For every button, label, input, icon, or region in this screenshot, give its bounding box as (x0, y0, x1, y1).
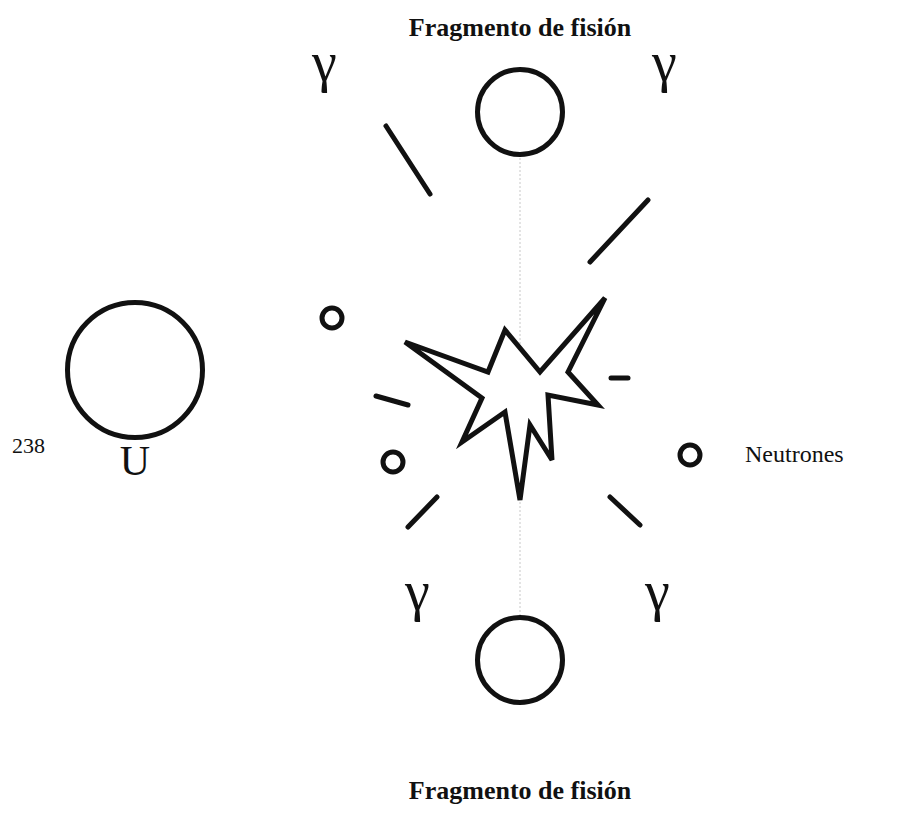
gamma-symbol: γ (645, 563, 670, 619)
circle-outline (475, 67, 565, 157)
neutron (680, 445, 700, 465)
node-caption: Fragmento de fisión (409, 14, 631, 43)
gamma-ray (386, 126, 430, 194)
neutron (322, 308, 342, 328)
gamma-symbol: γ (652, 34, 677, 90)
fission-burst (405, 298, 605, 500)
node-caption: U (120, 438, 150, 484)
neutron (383, 452, 403, 472)
gamma-symbol: γ (405, 563, 430, 619)
node-caption: 238 (12, 434, 45, 458)
gamma-ray (610, 497, 640, 525)
circle-outline (478, 70, 563, 155)
circle-outline (478, 618, 563, 703)
circle-outline (68, 303, 203, 438)
gamma-ray (590, 200, 648, 262)
neutron-track (611, 376, 628, 381)
fission-fragment: Fragmento de fisión (475, 67, 565, 157)
gamma-symbol: γ (312, 34, 337, 90)
fission-fragment: Fragmento de fisión (475, 615, 565, 705)
circle-outline (475, 615, 565, 705)
uranium-nucleus: 238U (65, 300, 205, 440)
neutron-label: Neutrones (745, 442, 844, 466)
gamma-ray (408, 497, 437, 527)
neutron-track (376, 396, 408, 405)
node-caption: Fragmento de fisión (409, 777, 631, 806)
circle-outline (65, 300, 205, 440)
